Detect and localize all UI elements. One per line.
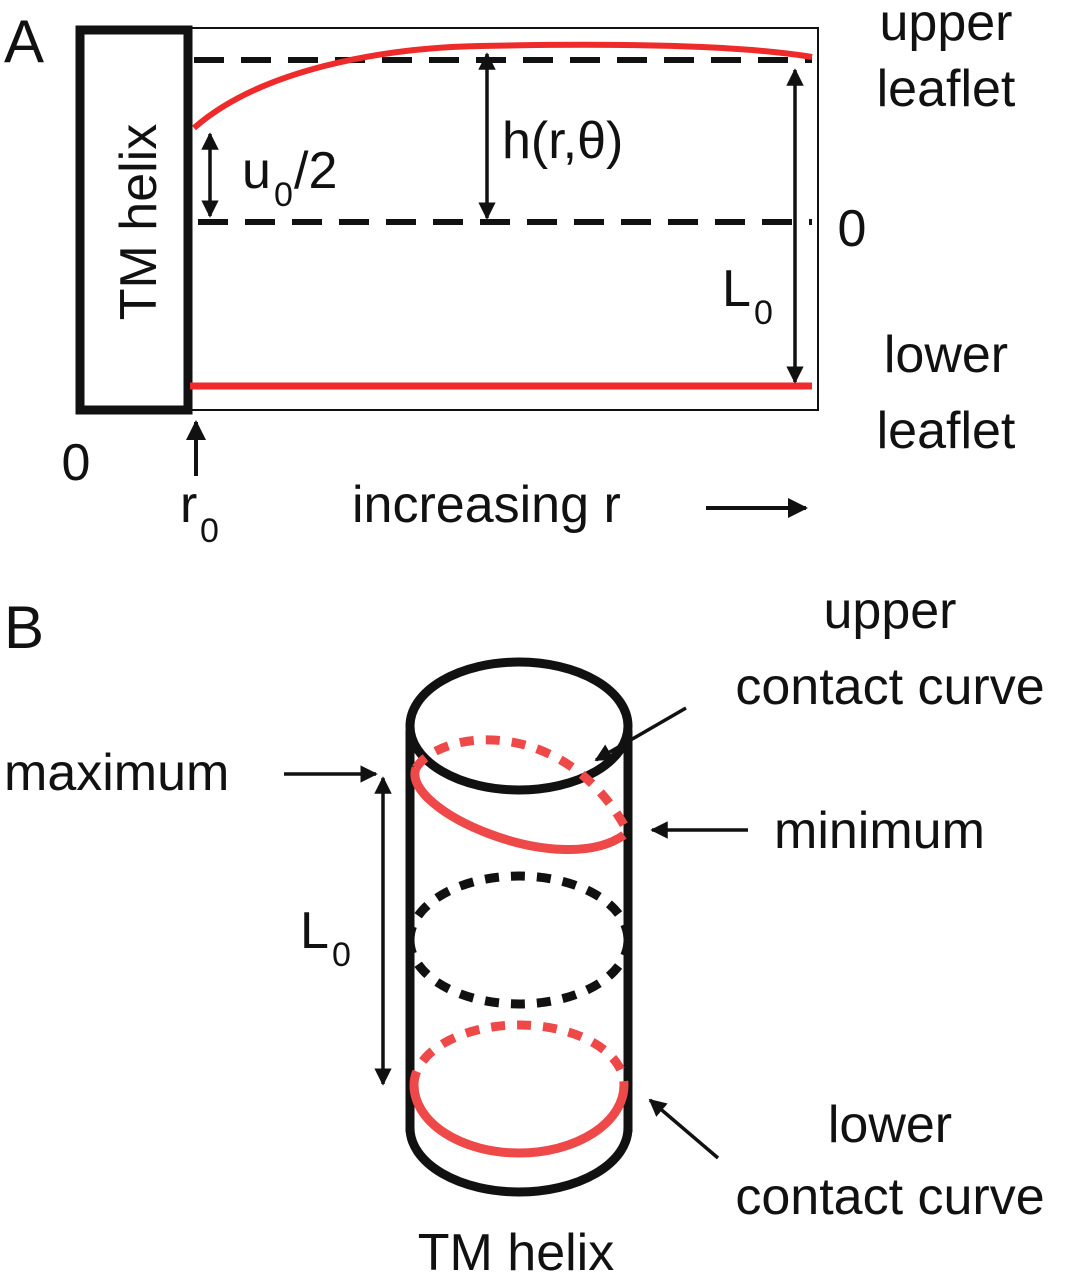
upper-contact-arrow	[594, 706, 687, 762]
lower-label-2: leaflet	[877, 402, 1016, 460]
zero-right-label: 0	[838, 200, 867, 258]
u0-sub: 0	[274, 176, 293, 214]
upper-leaflet-curve	[192, 41, 813, 131]
r0-sub: 0	[200, 512, 219, 550]
upper-contact-label-1: upper	[824, 582, 957, 640]
cylinder-bottom-arc	[405, 1127, 633, 1197]
lower-contact-curve-front	[409, 1084, 629, 1158]
upper-label-1: upper	[880, 0, 1013, 52]
h-label: h(r,θ)	[502, 112, 623, 170]
lower-label-1: lower	[884, 326, 1008, 384]
upper-contact-label-2: contact curve	[735, 658, 1044, 716]
lower-contact-label-2: contact curve	[735, 1168, 1044, 1226]
lower-contact-curve-back	[409, 1020, 629, 1086]
zero-axis-label: 0	[62, 434, 91, 492]
r0-label: r 0	[180, 476, 219, 550]
upper-contact-curve-front	[410, 766, 627, 855]
panel-b-letter: B	[4, 594, 44, 661]
panel-b-helix-label: TM helix	[418, 1224, 614, 1280]
u0-half-label: u 0 /2	[242, 142, 337, 214]
u0-rest: /2	[294, 142, 337, 200]
minimum-label: minimum	[774, 802, 985, 860]
increasing-r-label: increasing r	[352, 476, 621, 534]
panel-a: A TM helix u 0 /2 h(r,θ) L 0 upper leafl…	[4, 0, 1016, 550]
r0-main: r	[180, 476, 197, 534]
tm-helix-label: TM helix	[110, 124, 168, 320]
middle-cross-section-back	[405, 871, 633, 941]
panel-b: B L 0 maximum minimum upper contact curv…	[4, 582, 1045, 1280]
panel-b-L0-sub: 0	[332, 936, 351, 974]
panel-a-letter: A	[4, 8, 44, 75]
L0-sub: 0	[754, 294, 773, 332]
panel-b-L0-main: L	[300, 902, 329, 960]
L0-main: L	[722, 260, 751, 318]
maximum-label: maximum	[4, 744, 229, 802]
tm-helix-box	[75, 25, 193, 415]
cylinder-top-ellipse	[405, 657, 633, 795]
panel-b-L0-label: L 0	[300, 902, 351, 974]
middle-cross-section-front	[405, 939, 633, 1009]
upper-label-2: leaflet	[877, 60, 1016, 118]
lower-contact-label-1: lower	[828, 1096, 952, 1154]
L0-label: L 0	[722, 260, 773, 332]
lower-contact-arrow	[648, 1098, 720, 1160]
u0-main: u	[242, 142, 271, 200]
